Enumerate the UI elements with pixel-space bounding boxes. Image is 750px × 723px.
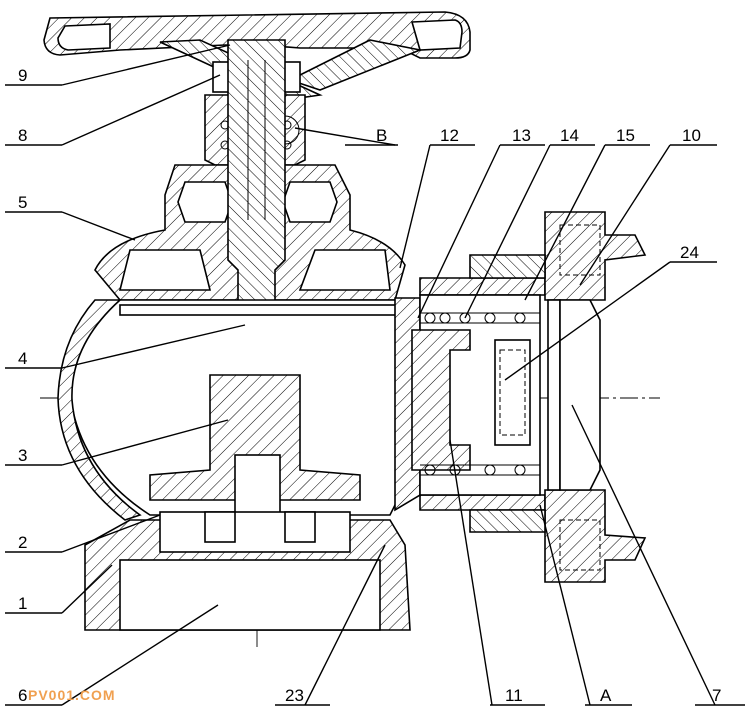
- label-11: 11: [505, 686, 523, 705]
- label-2: 2: [18, 533, 27, 552]
- part-labels: 9 8 B 12 13 14 15 10 5 24 4 3 2 1 6 23 1…: [18, 66, 721, 705]
- label-24: 24: [680, 243, 699, 262]
- label-a: A: [600, 686, 612, 705]
- spring-coils: [420, 312, 540, 476]
- label-13: 13: [512, 126, 531, 145]
- valve-seat: [84, 511, 411, 631]
- label-14: 14: [560, 126, 579, 145]
- label-4: 4: [18, 349, 27, 368]
- leader-lines: [5, 44, 745, 706]
- label-7: 7: [712, 686, 721, 705]
- label-b: B: [376, 126, 387, 145]
- label-23: 23: [285, 686, 304, 705]
- label-5: 5: [18, 193, 27, 212]
- label-9: 9: [18, 66, 27, 85]
- label-8: 8: [18, 126, 27, 145]
- outlet-cartridge: [411, 277, 546, 511]
- label-3: 3: [18, 446, 27, 465]
- label-1: 1: [18, 594, 27, 613]
- watermark-text: PV001.COM: [28, 687, 116, 703]
- label-12: 12: [440, 126, 459, 145]
- label-10: 10: [682, 126, 701, 145]
- label-15: 15: [616, 126, 635, 145]
- label-6: 6: [18, 686, 27, 705]
